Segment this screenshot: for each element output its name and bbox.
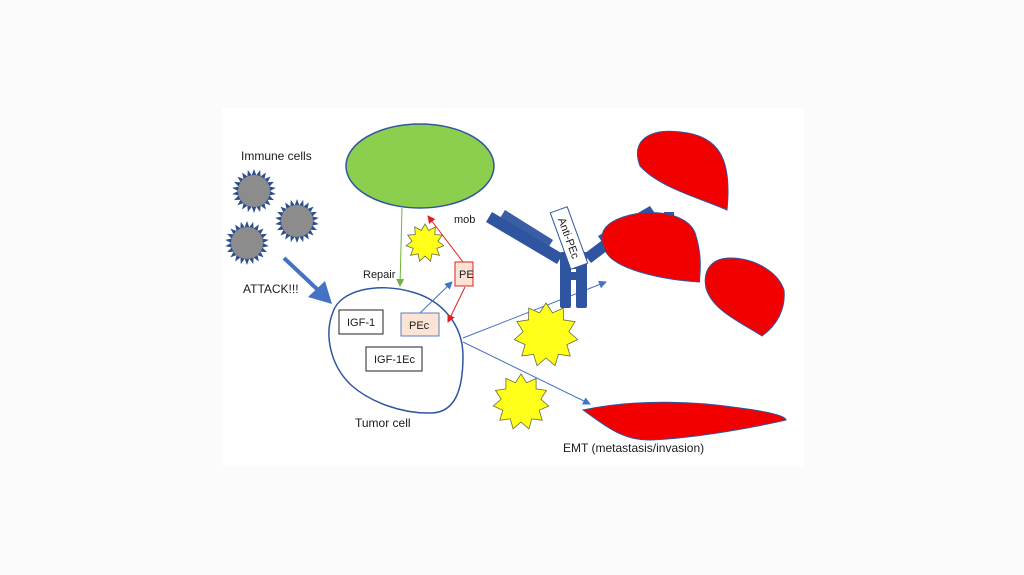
pe-red-arrow-up xyxy=(427,215,464,263)
mob-label: mob xyxy=(454,214,475,226)
yellow-star xyxy=(405,223,445,262)
immune-cell xyxy=(225,221,269,265)
emt-cell xyxy=(581,401,787,441)
pe-text: PE xyxy=(459,269,474,281)
igf1-text: IGF-1 xyxy=(347,317,375,329)
repair-label: Repair xyxy=(363,269,396,281)
pec-text: PEc xyxy=(409,320,430,332)
yellow-star xyxy=(513,302,579,367)
attack-arrowhead xyxy=(308,281,332,304)
attack-label: ATTACK!!! xyxy=(243,282,299,296)
red-cell-3 xyxy=(704,257,785,337)
tumor-to-emt-arrow xyxy=(462,341,591,405)
red-cell-1 xyxy=(636,130,729,211)
immune-cell xyxy=(232,169,276,213)
immune-cell xyxy=(275,199,319,243)
red-cell-2 xyxy=(601,212,701,283)
green-cell xyxy=(345,123,495,209)
pe-red-arrow-down xyxy=(447,286,466,323)
igf1ec-text: IGF-1Ec xyxy=(374,354,415,366)
immune-cells-label: Immune cells xyxy=(241,149,312,163)
attack-arrow xyxy=(282,256,320,292)
tumor-cell xyxy=(328,287,464,414)
igf1ec-box xyxy=(365,346,423,372)
igf1-box xyxy=(338,309,384,335)
pec-to-pe-arrow xyxy=(419,281,453,314)
tumor-cell-label: Tumor cell xyxy=(355,416,411,430)
pe-box xyxy=(454,261,474,287)
yellow-star xyxy=(492,373,550,430)
emt-label: EMT (metastasis/invasion) xyxy=(563,441,704,455)
repair-arrow xyxy=(396,207,405,287)
